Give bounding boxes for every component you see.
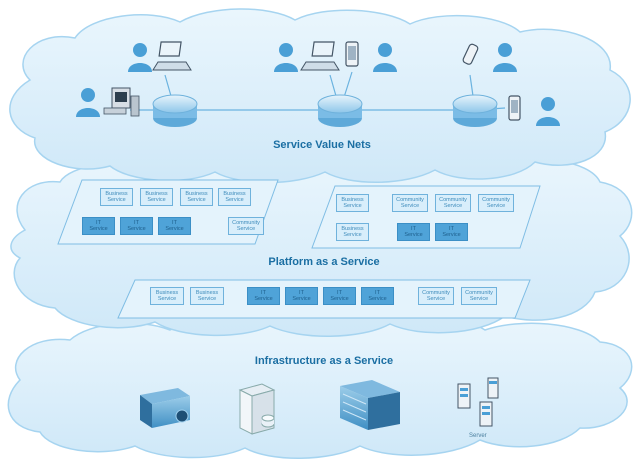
tower-server-icon xyxy=(457,377,499,427)
phone-icon xyxy=(462,43,479,65)
person-icon xyxy=(373,43,397,72)
server-label: Server xyxy=(469,433,487,439)
platform-title: Platform as a Service xyxy=(268,256,380,268)
laptop-icon xyxy=(300,41,340,71)
rack-server-icon xyxy=(140,388,190,428)
desktop-icon xyxy=(103,87,140,117)
phone-icon xyxy=(508,95,521,121)
person-icon xyxy=(128,43,152,72)
person-icon xyxy=(274,43,298,72)
rack-server-icon xyxy=(340,380,400,430)
tower-server-icon xyxy=(238,383,276,435)
router-icon xyxy=(452,94,498,127)
service-value-nets-title: Service Value Nets xyxy=(273,139,371,151)
service-value-nets-cloud xyxy=(9,8,631,184)
person-icon xyxy=(493,43,517,72)
infrastructure-cloud xyxy=(7,315,633,459)
person-icon xyxy=(536,97,560,126)
laptop-icon xyxy=(152,41,192,71)
infrastructure-title: Infrastructure as a Service xyxy=(254,355,394,367)
router-icon xyxy=(317,94,363,127)
router-icon xyxy=(152,94,198,127)
person-icon xyxy=(76,88,100,117)
phone-icon xyxy=(345,41,359,67)
